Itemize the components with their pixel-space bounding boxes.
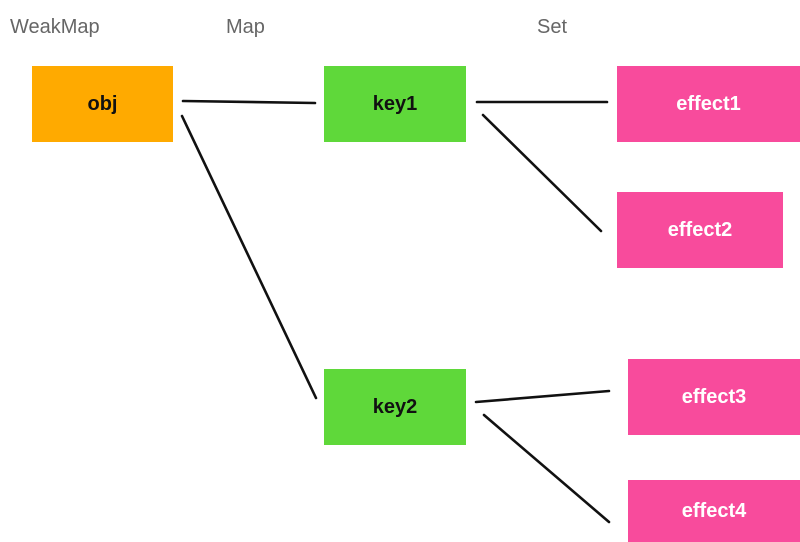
set-column-label: Set: [537, 16, 568, 38]
set-node-effect3: effect3: [628, 359, 800, 435]
edge-obj-key1: [181, 99, 317, 105]
set-node-effect4: effect4: [628, 480, 800, 542]
edge-obj-key2: [180, 114, 318, 400]
edge-key1-effect2: [481, 113, 603, 233]
set-node-effect1: effect1: [617, 66, 800, 142]
map-node-key1: key1: [324, 66, 466, 142]
map-node-key2: key2: [324, 369, 466, 445]
map-column-label: Map: [226, 16, 265, 38]
set-node-effect2: effect2: [617, 192, 783, 268]
edge-key2-effect3: [474, 389, 611, 404]
weakmap-column-label: WeakMap: [10, 16, 100, 38]
edge-key2-effect4: [482, 413, 611, 524]
weakmap-node-obj: obj: [32, 66, 173, 142]
